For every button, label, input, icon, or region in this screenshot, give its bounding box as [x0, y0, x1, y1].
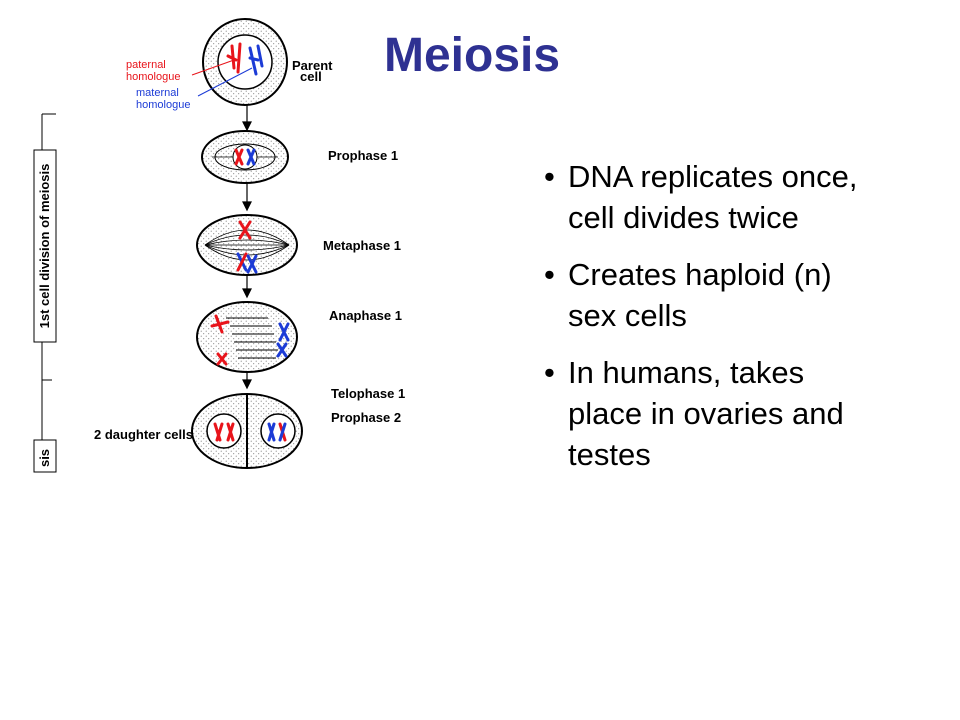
metaphase1-label: Metaphase 1	[323, 238, 401, 253]
bullet-item: • Creates haploid (n) sex cells	[544, 254, 874, 336]
daughter-cells-label: 2 daughter cells	[94, 427, 193, 442]
parent-cell	[202, 18, 288, 106]
bullet-dot: •	[544, 257, 555, 292]
metaphase1-cell	[196, 214, 298, 276]
first-division-box	[33, 149, 57, 343]
bullet-text: Creates haploid (n) sex cells	[568, 257, 832, 333]
first-division-label: 1st cell division of meiosis	[37, 164, 52, 329]
bullet-item: • In humans, takes place in ovaries and t…	[544, 352, 874, 475]
second-division-label: sis	[37, 449, 52, 467]
telophase1-label: Telophase 1	[331, 386, 405, 401]
meiosis-diagram: 1st cell division of meiosis sis paterna…	[33, 18, 405, 473]
prophase2-label: Prophase 2	[331, 410, 401, 425]
anaphase1-cell	[196, 301, 298, 373]
bullet-list: • DNA replicates once, cell divides twice…	[544, 156, 874, 491]
maternal-pointer	[197, 67, 253, 97]
slide-title: Meiosis	[384, 29, 561, 82]
second-division-box	[33, 439, 57, 473]
paternal-pointer	[191, 59, 235, 76]
prophase1-label: Prophase 1	[328, 148, 398, 163]
anaphase1-label: Anaphase 1	[329, 308, 402, 323]
bullet-dot: •	[544, 355, 555, 390]
bullet-item: • DNA replicates once, cell divides twice	[544, 156, 874, 238]
bullet-text: In humans, takes place in ovaries and te…	[568, 355, 844, 472]
stage-arrows	[242, 104, 252, 390]
telophase1-cells	[191, 393, 303, 469]
bullet-dot: •	[544, 159, 555, 194]
prophase1-cell	[201, 130, 289, 184]
bullet-text: DNA replicates once, cell divides twice	[568, 159, 858, 235]
